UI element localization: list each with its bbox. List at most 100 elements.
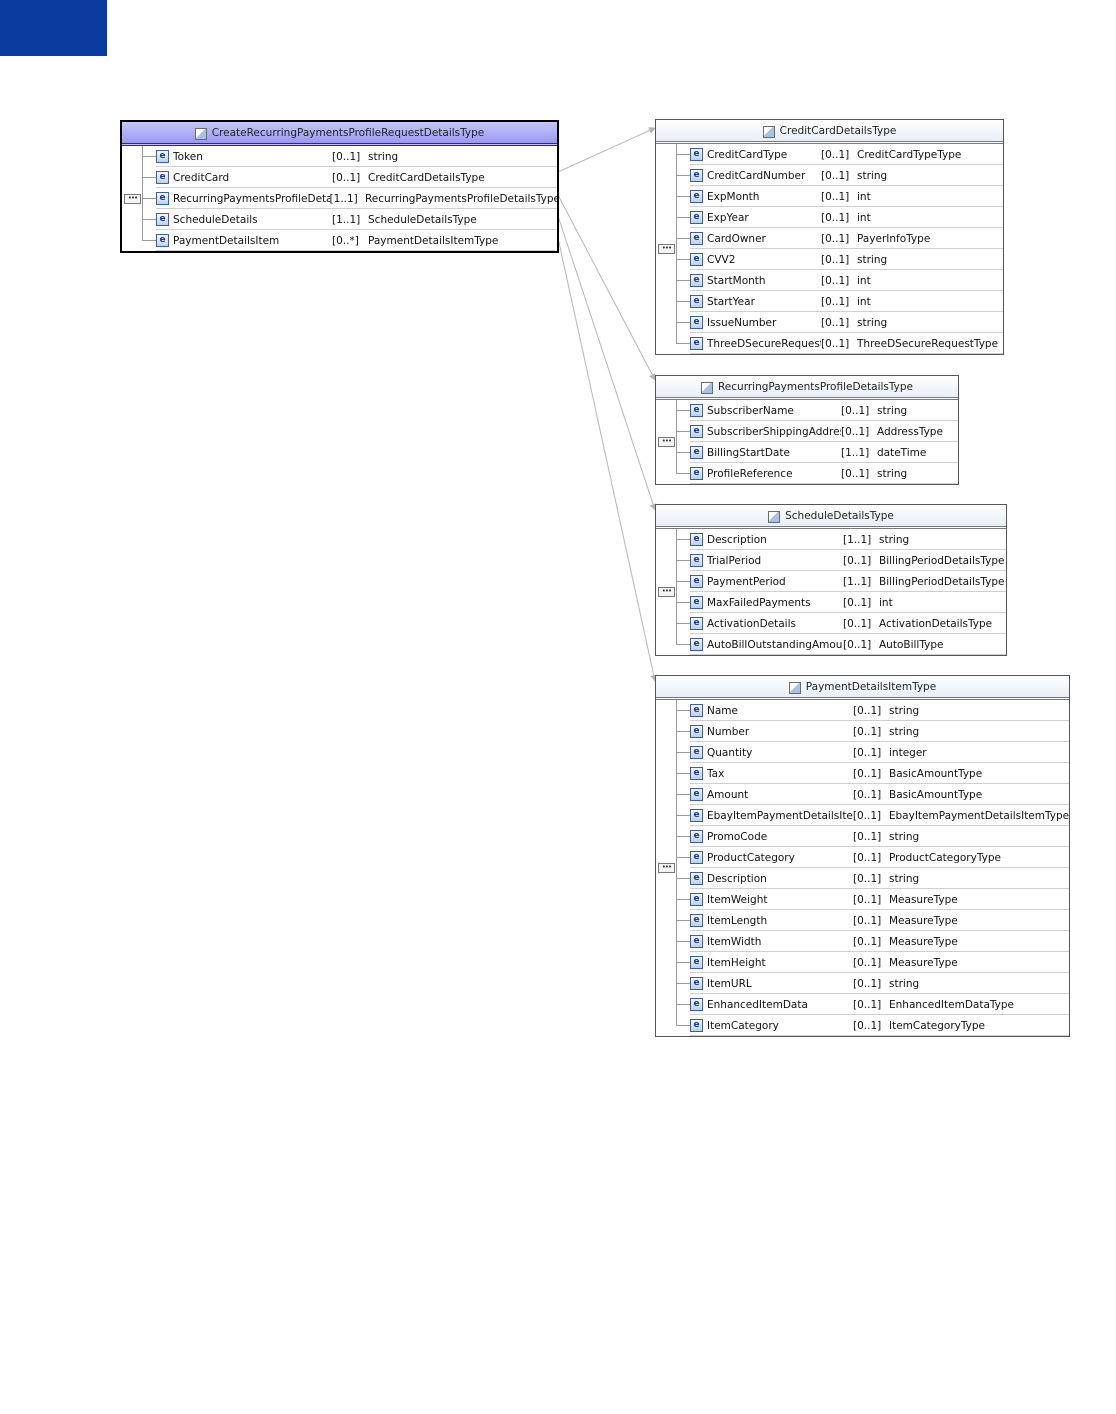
field-type: dateTime [877,446,927,459]
tree-branch [676,196,690,197]
creditcard-type-header: CreditCardDetailsType [656,120,1003,144]
tree-branch [676,560,690,561]
field-cardinality: [0..1] [853,998,882,1011]
tree-branch [676,343,690,344]
field-type: string [889,725,920,738]
tree-branch [142,240,156,241]
tree-branch [676,920,690,921]
field-type: string [889,977,920,990]
field-cardinality: [0..1] [821,190,850,203]
tree-branch [676,1025,690,1026]
element-icon: e [690,596,703,609]
field-name: PaymentPeriod [707,575,786,588]
complex-type-icon [762,125,775,138]
element-icon: e [690,851,703,864]
tree-branch [676,857,690,858]
field-name: PaymentDetailsItem [173,234,280,247]
field-name: EbayItemPaymentDetailsItem [707,809,853,822]
field-name: StartMonth [707,274,766,287]
sequence-compositor-icon[interactable]: ••• [658,863,675,873]
tree-branch [676,539,690,540]
field-name: PromoCode [707,830,768,843]
root-type-box: CreateRecurringPaymentsProfileRequestDet… [120,120,559,253]
tree-branch [676,431,690,432]
element-icon: e [690,788,703,801]
sequence-compositor-icon[interactable]: ••• [658,244,675,254]
element-icon: e [156,171,169,184]
field-cardinality: [1..1] [843,575,872,588]
element-icon: e [690,746,703,759]
field-name: ActivationDetails [707,617,796,630]
element-icon: e [690,533,703,546]
element-icon: e [690,830,703,843]
field-type: string [889,830,920,843]
type-title: RecurringPaymentsProfileDetailsType [717,380,913,393]
element-icon: e [690,404,703,417]
sequence-compositor-icon[interactable]: ••• [124,193,141,204]
type-title: PaymentDetailsItemType [805,680,937,693]
field-type: MeasureType [889,956,958,969]
field-cardinality: [0..1] [332,171,361,184]
field-type: PaymentDetailsItemType [368,234,499,247]
field-name: CreditCardType [707,148,788,161]
field-name: ScheduleDetails [173,213,258,226]
field-type: int [857,211,871,224]
field-name: ItemWidth [707,935,762,948]
element-icon: e [690,316,703,329]
element-icon: e [690,872,703,885]
tree-branch [676,815,690,816]
tree-branch [676,644,690,645]
element-icon: e [690,169,703,182]
field-name: ExpYear [707,211,749,224]
sequence-compositor-icon[interactable]: ••• [658,587,675,597]
tree-branch [676,602,690,603]
element-icon: e [690,148,703,161]
field-type: RecurringPaymentsProfileDetailsType [364,192,557,205]
field-type: ThreeDSecureRequestType [857,337,999,350]
schedule-type-header: ScheduleDetailsType [656,505,1006,529]
field-name: RecurringPaymentsProfileDetails [173,192,330,205]
complex-type-icon [194,127,207,140]
element-icon: e [690,638,703,651]
field-type: string [879,533,910,546]
field-cardinality: [0..1] [852,809,882,822]
sequence-compositor-icon[interactable]: ••• [658,437,675,447]
tree-branch [142,177,156,178]
element-icon: e [690,211,703,224]
field-type: EbayItemPaymentDetailsItemType [888,809,1069,822]
tree-branch [676,962,690,963]
tree-branch [676,280,690,281]
tree-branch [676,623,690,624]
